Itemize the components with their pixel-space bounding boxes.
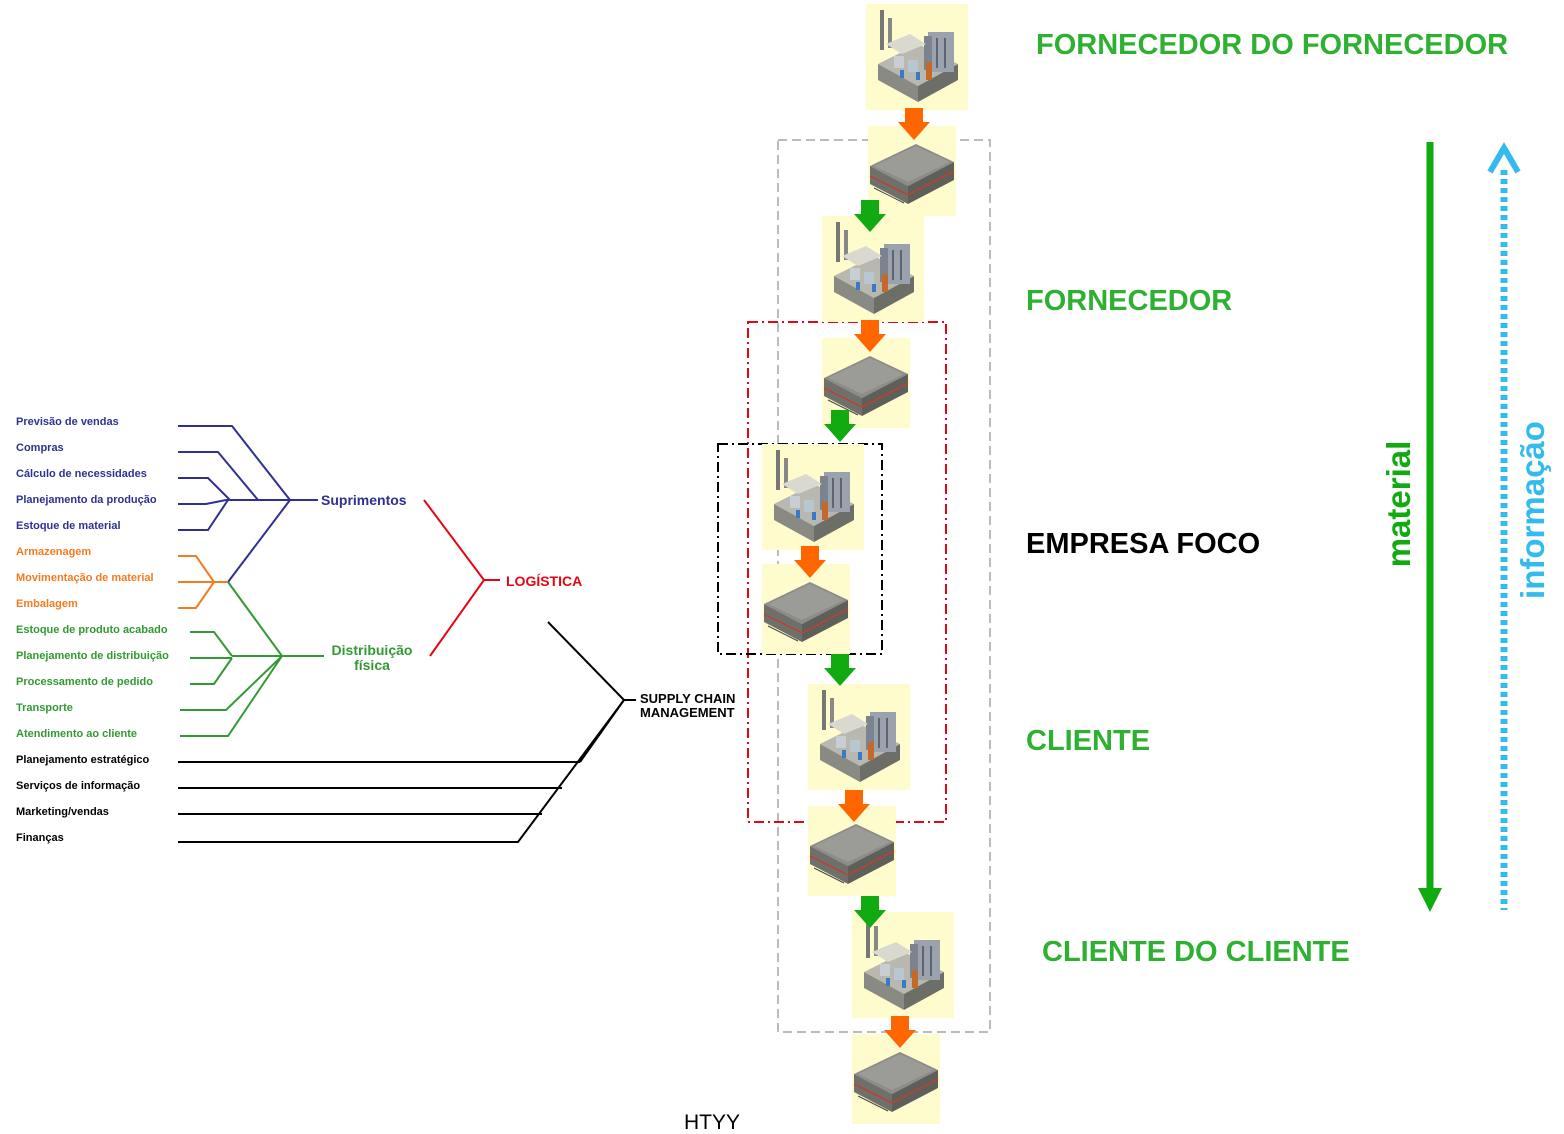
item-calculo-de-necessidades: Cálculo de necessidades <box>16 468 147 480</box>
factory-icon-cliente-do-cliente <box>852 912 954 1018</box>
item-atendimento-ao-cliente: Atendimento ao cliente <box>16 728 138 740</box>
item-transporte: Transporte <box>16 702 73 714</box>
suprimentos-label: Suprimentos <box>321 492 407 508</box>
tree-lines-suprimentos <box>178 425 318 583</box>
label-fornecedor-do-fornecedor: FORNECEDOR DO FORNECEDOR <box>1036 29 1509 61</box>
factory-icon-fornecedor <box>822 216 924 322</box>
tree-lines-shared <box>178 555 228 609</box>
item-financas: Finanças <box>16 832 64 844</box>
item-planejamento-estrategico: Planejamento estratégico <box>16 754 150 766</box>
item-processamento-de-pedido: Processamento de pedido <box>16 676 153 688</box>
supply-chain-management-label: SUPPLY CHAIN MANAGEMENT <box>640 691 736 721</box>
item-previsao-de-vendas: Previsão de vendas <box>16 416 119 428</box>
dashed-box-red <box>747 321 947 823</box>
label-fornecedor: FORNECEDOR <box>1026 285 1233 317</box>
item-servicos-de-informacao: Serviços de informação <box>16 780 141 792</box>
item-estoque-de-produto-acabado: Estoque de produto acabado <box>16 624 168 636</box>
item-compras: Compras <box>16 442 64 454</box>
tree-lines-logistica <box>423 499 500 657</box>
item-marketing-vendas: Marketing/vendas <box>16 806 109 818</box>
material-arrow-icon <box>1418 142 1442 912</box>
label-cliente-do-cliente: CLIENTE DO CLIENTE <box>1042 936 1350 968</box>
footer-label: HTYY <box>684 1111 741 1134</box>
distribuicao-fisica-label: Distribuição física <box>331 642 413 674</box>
item-movimentacao-de-material: Movimentação de material <box>16 572 154 584</box>
factory-icon-cliente <box>808 684 910 790</box>
item-planejamento-da-producao: Planejamento da produção <box>16 494 157 506</box>
warehouse-icon-1 <box>867 125 957 217</box>
factory-icon-fornecedor-do-fornecedor <box>866 4 968 110</box>
item-armazenagem: Armazenagem <box>16 546 92 558</box>
item-estoque-de-material: Estoque de material <box>16 520 121 532</box>
factory-icon-empresa-foco <box>762 444 864 550</box>
item-embalagem: Embalagem <box>16 598 78 610</box>
material-label: material <box>1380 440 1417 568</box>
warehouse-icon-3 <box>761 563 851 655</box>
tree-lines-scm <box>178 621 636 843</box>
item-planejamento-de-distribuicao: Planejamento de distribuição <box>16 650 169 662</box>
tree-lines-distribuicao <box>180 581 324 737</box>
label-empresa-foco: EMPRESA FOCO <box>1026 528 1261 560</box>
information-arrow-icon <box>1487 142 1521 910</box>
warehouse-icon-5 <box>851 1033 941 1125</box>
label-cliente: CLIENTE <box>1026 725 1151 757</box>
logistica-label: LOGÍSTICA <box>506 573 583 589</box>
green-arrow-icon-3 <box>824 654 856 686</box>
informacao-label: informação <box>1514 421 1551 599</box>
